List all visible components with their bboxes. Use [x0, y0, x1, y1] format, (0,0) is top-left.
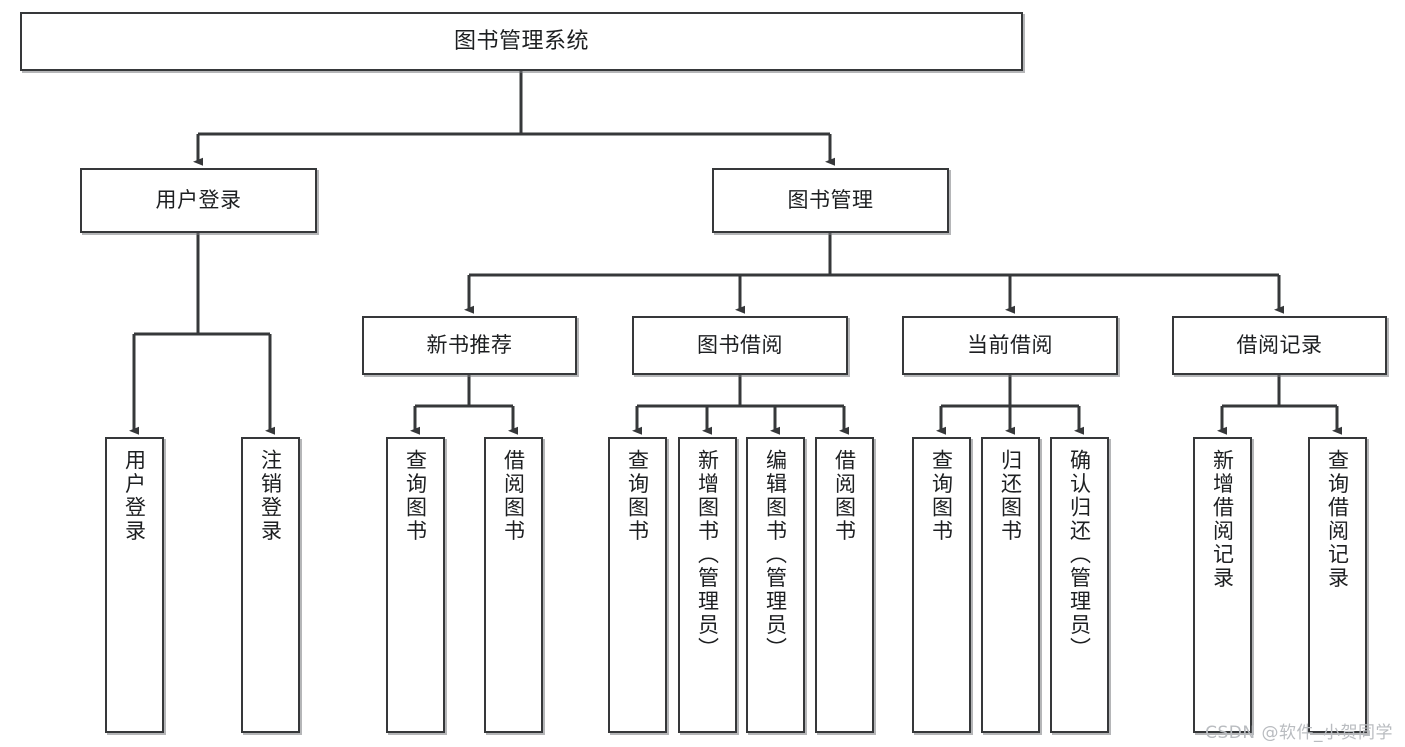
node-current-borrow[interactable]: 当前借阅 — [902, 316, 1118, 375]
node-leaf-user-login[interactable]: 用户登录 — [105, 437, 164, 733]
node-leaf-rec-borrow-book[interactable]: 借阅图书 — [484, 437, 543, 733]
node-leaf-user-logout[interactable]: 注销登录 — [241, 437, 300, 733]
node-leaf-rec-query-book[interactable]: 查询图书 — [386, 437, 445, 733]
node-leaf-cb-confirm-return-label: 确认归还（管理员） — [1067, 449, 1092, 661]
node-leaf-cb-return-book-label: 归还图书 — [998, 449, 1023, 543]
csdn-watermark: CSDN @软件_小贺同学 — [1205, 723, 1393, 743]
node-book-manage-label: 图书管理 — [787, 188, 874, 213]
node-root[interactable]: 图书管理系统 — [20, 12, 1023, 71]
node-leaf-bb-query-book-label: 查询图书 — [625, 449, 650, 543]
node-book-borrow-label: 图书借阅 — [697, 333, 783, 358]
node-leaf-br-add-record[interactable]: 新增借阅记录 — [1193, 437, 1252, 733]
node-leaf-bb-borrow-book-label: 借阅图书 — [832, 449, 857, 543]
node-borrow-record-label: 借阅记录 — [1236, 333, 1323, 358]
node-leaf-bb-add-book-label: 新增图书（管理员） — [695, 449, 720, 661]
node-leaf-cb-confirm-return[interactable]: 确认归还（管理员） — [1050, 437, 1109, 733]
node-leaf-rec-query-book-label: 查询图书 — [403, 449, 428, 543]
node-leaf-cb-query-book-label: 查询图书 — [929, 449, 954, 543]
node-leaf-bb-edit-book-label: 编辑图书（管理员） — [763, 449, 788, 661]
node-current-borrow-label: 当前借阅 — [967, 333, 1053, 358]
node-book-borrow[interactable]: 图书借阅 — [632, 316, 848, 375]
node-leaf-bb-query-book[interactable]: 查询图书 — [608, 437, 667, 733]
node-leaf-br-query-record-label: 查询借阅记录 — [1325, 449, 1350, 590]
node-new-book-recommend-label: 新书推荐 — [426, 333, 513, 358]
node-user-login[interactable]: 用户登录 — [80, 168, 317, 233]
node-user-login-label: 用户登录 — [155, 188, 242, 213]
node-book-manage[interactable]: 图书管理 — [712, 168, 949, 233]
node-leaf-br-query-record[interactable]: 查询借阅记录 — [1308, 437, 1367, 733]
node-leaf-cb-return-book[interactable]: 归还图书 — [981, 437, 1040, 733]
node-leaf-br-add-record-label: 新增借阅记录 — [1210, 449, 1235, 590]
node-leaf-rec-borrow-book-label: 借阅图书 — [501, 449, 526, 543]
node-leaf-bb-borrow-book[interactable]: 借阅图书 — [815, 437, 874, 733]
node-leaf-cb-query-book[interactable]: 查询图书 — [912, 437, 971, 733]
node-leaf-bb-edit-book[interactable]: 编辑图书（管理员） — [746, 437, 805, 733]
node-root-label: 图书管理系统 — [453, 28, 589, 54]
node-borrow-record[interactable]: 借阅记录 — [1172, 316, 1387, 375]
node-new-book-recommend[interactable]: 新书推荐 — [362, 316, 577, 375]
node-leaf-bb-add-book[interactable]: 新增图书（管理员） — [678, 437, 737, 733]
node-leaf-user-login-label: 用户登录 — [122, 449, 147, 543]
node-leaf-user-logout-label: 注销登录 — [258, 449, 283, 543]
